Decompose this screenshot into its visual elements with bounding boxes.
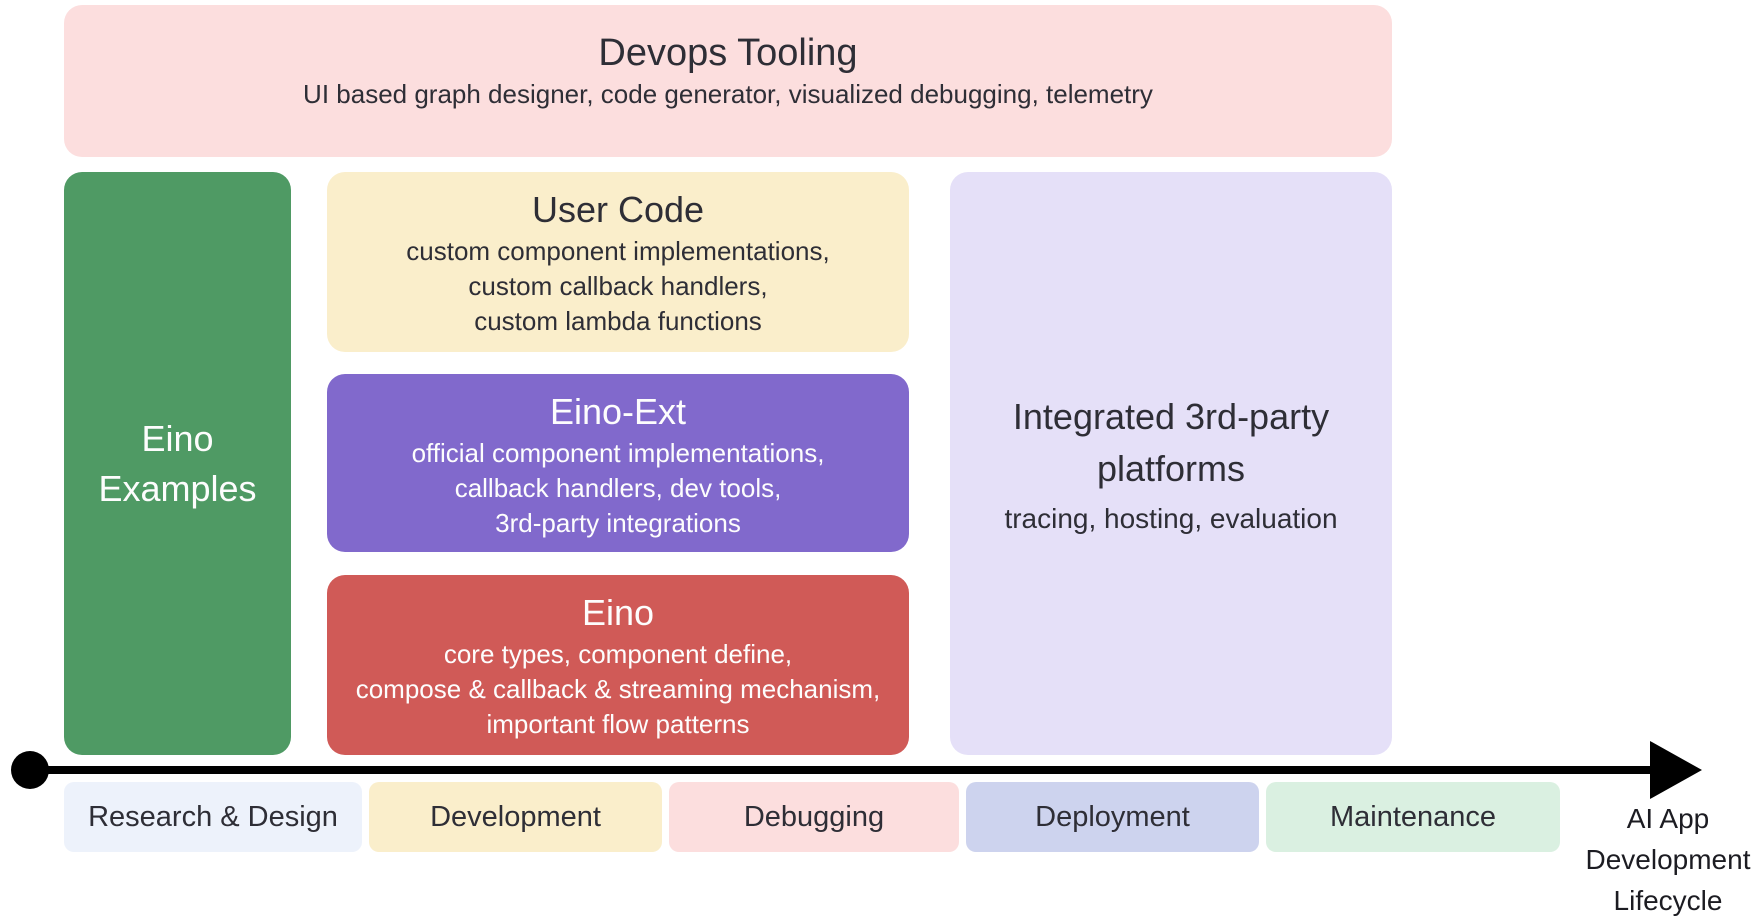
eino-examples-title-line2: Examples bbox=[98, 467, 257, 509]
eino-core-line: core types, component define, bbox=[443, 639, 793, 669]
eino-ext-box: Eino-Ext official component implementati… bbox=[327, 374, 909, 552]
stage-deployment: Deployment bbox=[966, 782, 1259, 852]
stage-label: Deployment bbox=[1035, 800, 1190, 833]
user-code-box: User Code custom component implementatio… bbox=[327, 172, 909, 352]
stage-label: Research & Design bbox=[88, 800, 338, 833]
stage-maintenance: Maintenance bbox=[1266, 782, 1560, 852]
devops-tooling-box: Devops Tooling UI based graph designer, … bbox=[64, 5, 1392, 157]
axis-caption: AI App Development Lifecycle bbox=[1578, 798, 1758, 920]
integrated-platforms-title-line1: Integrated 3rd-party bbox=[1012, 396, 1330, 437]
axis-caption-line3: Lifecycle bbox=[1613, 885, 1723, 916]
stage-label: Maintenance bbox=[1329, 800, 1497, 833]
integrated-platforms-subtitle: tracing, hosting, evaluation bbox=[1004, 503, 1338, 534]
stage-label: Debugging bbox=[743, 800, 885, 833]
eino-ext-line: official component implementations, bbox=[411, 438, 825, 468]
stage-research-design: Research & Design bbox=[64, 782, 362, 852]
eino-ext-line: callback handlers, dev tools, bbox=[454, 473, 782, 503]
eino-ext-line: 3rd-party integrations bbox=[495, 508, 741, 538]
eino-ext-title: Eino-Ext bbox=[549, 391, 687, 432]
devops-tooling-subtitle: UI based graph designer, code generator,… bbox=[303, 79, 1153, 109]
stage-development: Development bbox=[369, 782, 662, 852]
integrated-platforms-title-line2: platforms bbox=[1096, 448, 1246, 489]
axis-caption-line2: Development bbox=[1585, 844, 1751, 875]
user-code-line: custom callback handlers, bbox=[468, 271, 768, 301]
devops-tooling-title: Devops Tooling bbox=[598, 32, 858, 74]
stage-debugging: Debugging bbox=[669, 782, 959, 852]
user-code-title: User Code bbox=[531, 189, 705, 230]
timeline-arrowhead-icon bbox=[1650, 741, 1702, 799]
eino-examples-box: Eino Examples bbox=[64, 172, 291, 755]
eino-core-line: important flow patterns bbox=[486, 709, 750, 739]
eino-examples-title-line1: Eino bbox=[141, 417, 214, 459]
integrated-platforms-box: Integrated 3rd-party platforms tracing, … bbox=[950, 172, 1392, 755]
stage-label: Development bbox=[430, 800, 601, 833]
eino-core-box: Eino core types, component define, compo… bbox=[327, 575, 909, 755]
axis-caption-line1: AI App bbox=[1626, 803, 1710, 834]
user-code-line: custom component implementations, bbox=[406, 236, 830, 266]
user-code-line: custom lambda functions bbox=[474, 306, 762, 336]
eino-core-line: compose & callback & streaming mechanism… bbox=[355, 674, 881, 704]
timeline-axis-line bbox=[28, 766, 1656, 774]
eino-core-title: Eino bbox=[581, 592, 655, 633]
